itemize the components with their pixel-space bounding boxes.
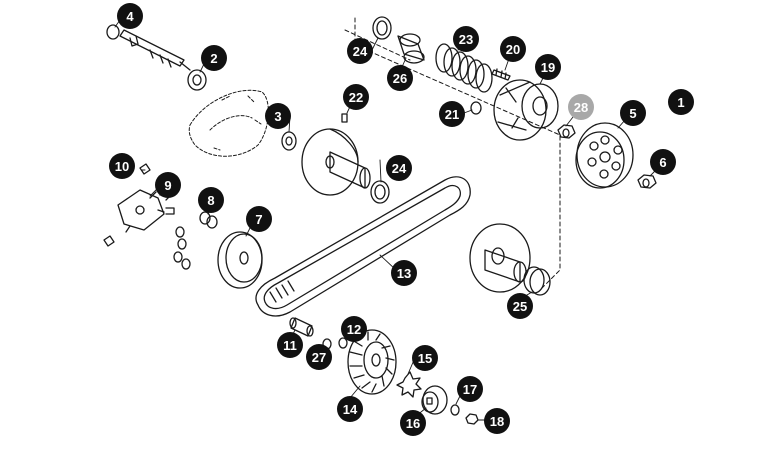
callout-24-upper: 24 [347,38,373,64]
callout-19: 19 [535,54,561,80]
callout-22: 22 [343,84,369,110]
nut-part-6 [637,174,657,189]
callout-24-lower: 24 [386,155,412,181]
rear-pulley-part [469,223,531,293]
callout-7: 7 [246,206,272,232]
clutch-bell-part [575,122,634,189]
callout-20: 20 [500,36,526,62]
clip-part-10 [139,163,151,175]
nut-part-18 [465,413,479,425]
sleeve-part-26 [397,33,425,64]
nut-part-28 [557,124,576,139]
callout-8: 8 [198,187,224,213]
callout-10: 10 [109,153,135,179]
spacer-part-11 [289,317,314,337]
callout-28: 28 [568,94,594,120]
callout-11: 11 [277,332,303,358]
crankshaft-part [106,24,191,71]
spring-part-23 [435,43,493,93]
callout-9: 9 [155,172,181,198]
washer-part-3 [281,131,297,151]
transmission-cover-part [188,89,269,157]
callout-21: 21 [439,101,465,127]
washer-part-17 [450,404,460,416]
bearing-part [187,69,207,91]
pulley-half-part [301,128,371,196]
hub-part-16 [421,385,448,415]
bolt-part-20 [491,68,511,81]
drive-belt-part [255,176,471,317]
callout-13: 13 [391,260,417,286]
callout-12: 12 [341,316,367,342]
callout-4: 4 [117,3,143,29]
callout-23: 23 [453,26,479,52]
variator-disc-part [217,231,263,289]
seal-rings-part [523,266,551,296]
callout-2: 2 [201,45,227,71]
callout-27: 27 [306,344,332,370]
assembly-guide-lines [344,17,561,291]
clip-part-9b [103,235,115,247]
callout-15: 15 [412,345,438,371]
fan-pulley-part [347,329,397,395]
callout-16: 16 [400,410,426,436]
washer-part-24-lower [370,180,390,204]
callout-25: 25 [507,293,533,319]
callout-26: 26 [387,65,413,91]
washer-part-12 [338,337,348,349]
pin-part-22 [341,113,348,123]
star-drive-part [396,371,422,398]
callout-14: 14 [337,396,363,422]
callout-17: 17 [457,376,483,402]
callout-6: 6 [650,149,676,175]
callout-3: 3 [265,103,291,129]
callout-18: 18 [484,408,510,434]
callout-5: 5 [620,100,646,126]
ring-part-21 [470,101,482,115]
washer-part-24-upper [372,16,392,40]
ramp-plate-part [117,189,175,233]
callout-1: 1 [668,89,694,115]
roller-weights-part [173,211,218,270]
